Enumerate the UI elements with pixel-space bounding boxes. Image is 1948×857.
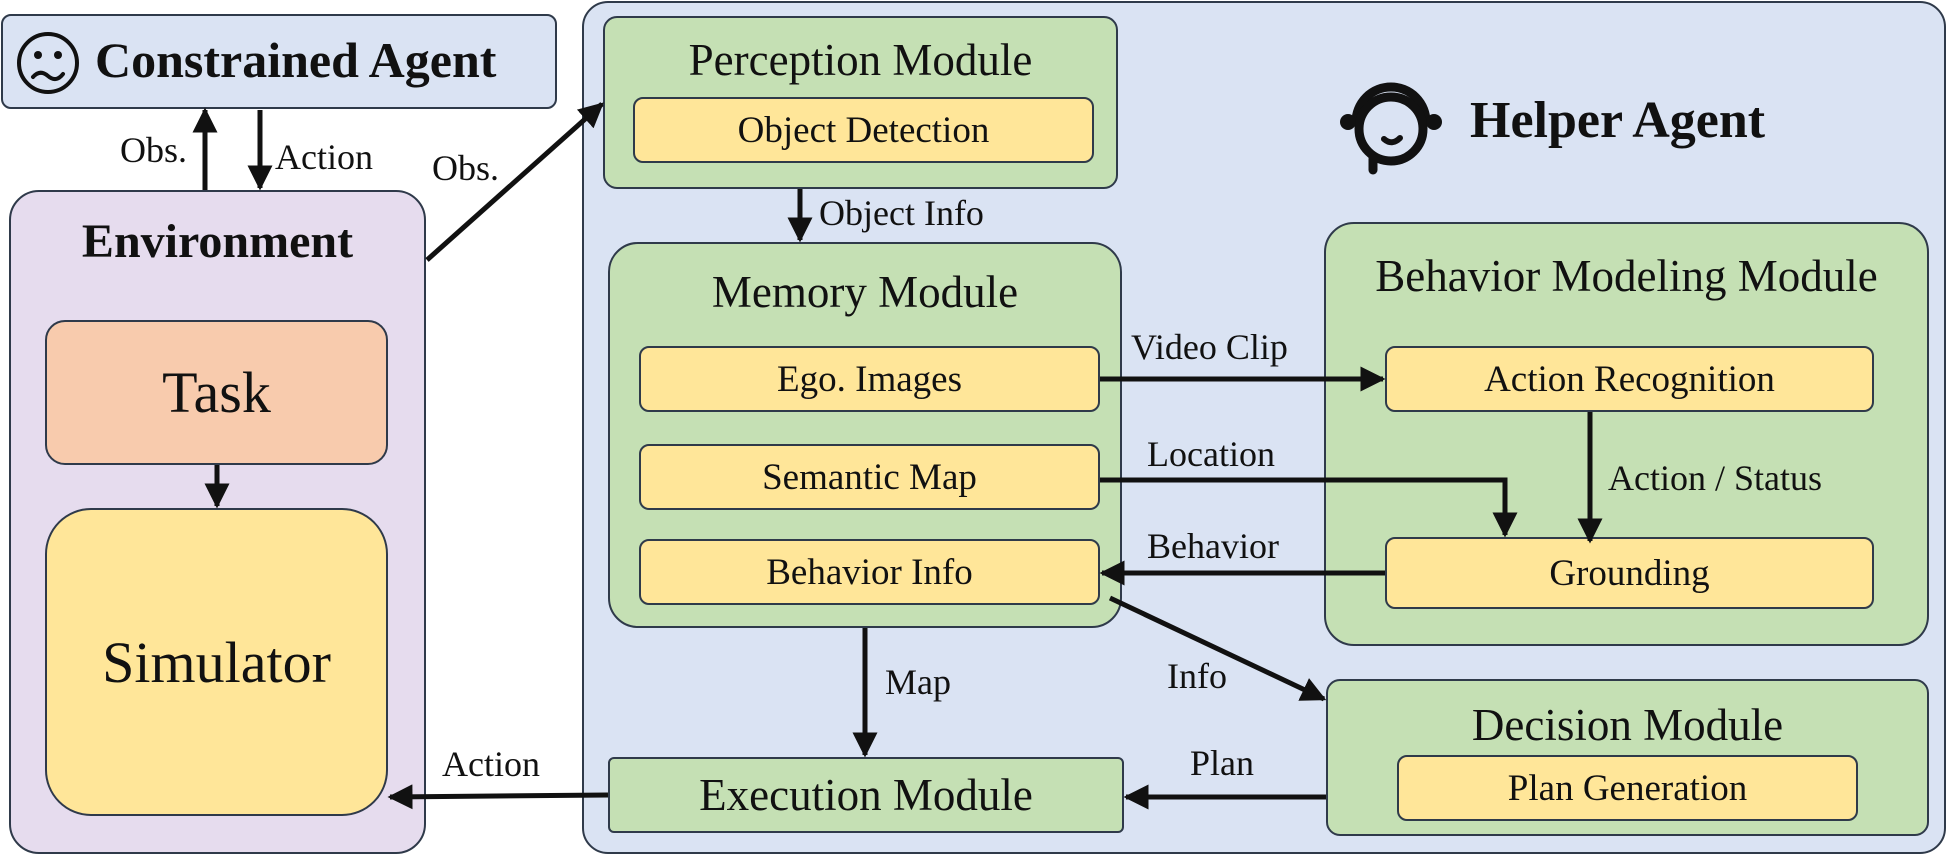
ego-images-box: Ego. Images — [639, 346, 1100, 412]
grounding-box: Grounding — [1385, 537, 1874, 609]
constrained-agent-box: Constrained Agent — [1, 14, 557, 109]
perception-module-title: Perception Module — [688, 35, 1033, 85]
constrained-agent-title: Constrained Agent — [95, 32, 497, 88]
decision-module-title: Decision Module — [1471, 700, 1784, 750]
task-box: Task — [45, 320, 388, 465]
label-obs-to-perception: Obs. — [432, 148, 500, 188]
headset-icon — [1340, 82, 1442, 175]
action-recognition-box: Action Recognition — [1385, 346, 1874, 412]
environment-title: Environment — [81, 215, 354, 268]
label-video-clip: Video Clip — [1131, 327, 1288, 367]
execution-module-title: Execution Module — [699, 770, 1033, 820]
label-plan: Plan — [1190, 743, 1255, 783]
behavior-info-box: Behavior Info — [639, 539, 1100, 605]
label-action-down: Action — [275, 137, 373, 177]
label-map: Map — [885, 662, 951, 702]
label-action-to-simulator: Action — [442, 744, 540, 784]
label-behavior: Behavior — [1147, 526, 1279, 566]
semantic-map-box: Semantic Map — [639, 444, 1100, 510]
sad-face-icon — [17, 32, 79, 94]
simulator-box: Simulator — [45, 508, 388, 816]
behavior-modeling-module-title: Behavior Modeling Module — [1375, 251, 1878, 301]
execution-module: Execution Module — [608, 757, 1124, 833]
arrow-obs-to-perception — [425, 102, 604, 262]
label-info: Info — [1167, 656, 1227, 696]
label-location: Location — [1147, 434, 1275, 474]
helper-agent-title: Helper Agent — [1470, 92, 1766, 149]
arrow-location — [1100, 477, 1518, 538]
label-object-info: Object Info — [819, 193, 984, 233]
label-obs-up: Obs. — [120, 130, 188, 170]
plan-generation-box: Plan Generation — [1397, 755, 1858, 821]
memory-module-title: Memory Module — [711, 267, 1019, 317]
arrow-info — [1108, 595, 1327, 702]
label-action-status: Action / Status — [1608, 458, 1822, 498]
arrow-action-to-simulator — [387, 784, 609, 810]
object-detection-box: Object Detection — [633, 97, 1094, 163]
